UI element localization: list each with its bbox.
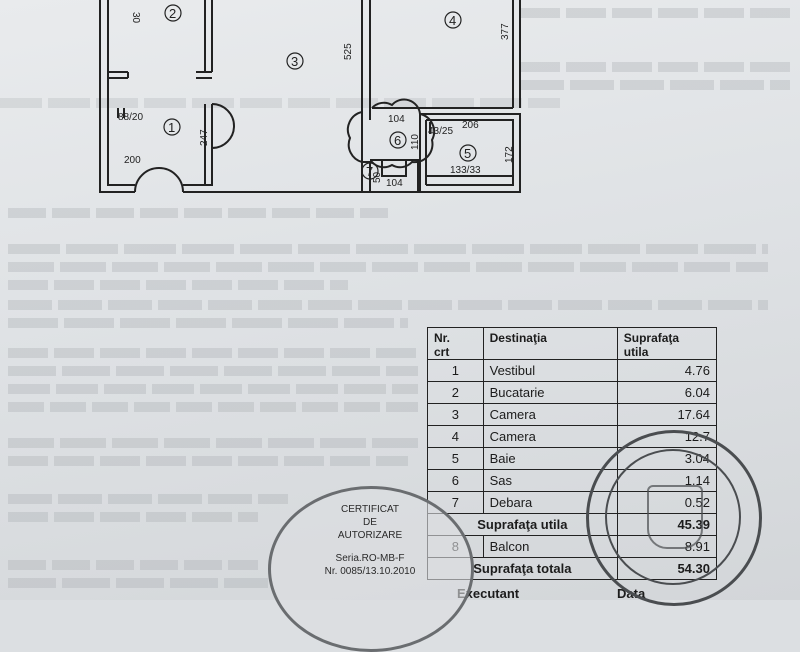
dim-172: 172 <box>504 146 515 163</box>
stamp-line-2: DE <box>363 517 377 528</box>
header-destinatia: Destinaţia <box>482 327 618 360</box>
stamp-text: CERTIFICAT DE AUTORIZARE Seria.RO-MB-F N… <box>315 503 425 578</box>
authorization-stamp: CERTIFICAT DE AUTORIZARE Seria.RO-MB-F N… <box>268 486 474 652</box>
row-val: 17.64 <box>616 403 718 426</box>
background-text <box>8 402 418 412</box>
room-3-label: 3 <box>291 54 298 69</box>
round-seal <box>586 430 762 606</box>
row-nr: 1 <box>427 359 484 382</box>
stamp-line-5: Nr. 0085/13.10.2010 <box>324 566 416 577</box>
floor-plan: 30 525 377 247 88/20 200 104 110 43/25 2… <box>99 0 521 193</box>
background-text <box>8 560 258 570</box>
header-nr: Nr. crt <box>427 327 484 360</box>
background-text <box>8 280 348 290</box>
table-row: 1 Vestibul 4.76 <box>427 359 718 382</box>
row-nr: 2 <box>427 381 484 404</box>
background-text <box>8 318 408 328</box>
background-text <box>520 80 790 90</box>
room-2-label: 2 <box>169 6 176 21</box>
row-nr: 3 <box>427 403 484 426</box>
background-text <box>8 384 418 394</box>
background-text <box>8 438 418 448</box>
dim-525: 525 <box>343 43 354 60</box>
background-text <box>8 300 768 310</box>
background-text <box>8 244 768 254</box>
background-text <box>520 62 790 72</box>
dim-377: 377 <box>500 23 511 40</box>
row-dest: Balcon <box>482 535 618 558</box>
room-4-label: 4 <box>449 13 456 28</box>
dim-104-b: 104 <box>386 178 403 189</box>
table-row: 3 Camera 17.64 <box>427 403 718 426</box>
room-7-label: 7 <box>366 164 373 179</box>
background-text <box>8 512 258 522</box>
row-nr: 6 <box>427 469 484 492</box>
background-text <box>0 98 560 108</box>
row-dest: Bucatarie <box>482 381 618 404</box>
row-dest: Debara <box>482 491 618 514</box>
coat-of-arms-icon <box>647 485 703 549</box>
row-dest: Camera <box>482 425 618 448</box>
dim-110: 110 <box>410 134 421 150</box>
dim-247: 247 <box>199 129 210 146</box>
background-text <box>8 348 418 358</box>
row-dest: Baie <box>482 447 618 470</box>
background-text <box>8 456 408 466</box>
dim-30: 30 <box>130 12 141 24</box>
dim-200: 200 <box>124 155 141 166</box>
room-1-label: 1 <box>168 120 175 135</box>
seal-inner-ring <box>605 449 741 585</box>
dim-50: 50 <box>372 171 383 183</box>
table-row: 2 Bucatarie 6.04 <box>427 381 718 404</box>
dim-133-33: 133/33 <box>450 165 481 176</box>
dim-43-25: 43/25 <box>428 126 453 137</box>
row-dest: Camera <box>482 403 618 426</box>
background-text <box>520 8 790 18</box>
room-6-label: 6 <box>394 133 401 148</box>
background-text <box>8 494 288 504</box>
row-nr: 5 <box>427 447 484 470</box>
executant-label: Executant <box>457 586 520 601</box>
dim-104-a: 104 <box>388 114 405 125</box>
stamp-line-4: Seria.RO-MB-F <box>335 553 405 564</box>
header-suprafata: Suprafaţa utila <box>616 327 718 360</box>
background-text <box>8 578 268 588</box>
dim-88-20: 88/20 <box>118 112 143 123</box>
background-text <box>8 208 388 218</box>
table-header-row: Nr. crt Destinaţia Suprafaţa utila <box>427 327 718 360</box>
stamp-line-3: AUTORIZARE <box>337 530 403 541</box>
row-dest: Vestibul <box>482 359 618 382</box>
row-val: 4.76 <box>616 359 718 382</box>
dim-206: 206 <box>462 120 479 131</box>
row-nr: 4 <box>427 425 484 448</box>
background-text <box>8 262 768 272</box>
stamp-line-1: CERTIFICAT <box>341 504 399 515</box>
background-text <box>8 366 418 376</box>
total-label: Suprafaţa totala <box>427 557 618 580</box>
row-val: 6.04 <box>616 381 718 404</box>
room-5-label: 5 <box>464 146 471 161</box>
